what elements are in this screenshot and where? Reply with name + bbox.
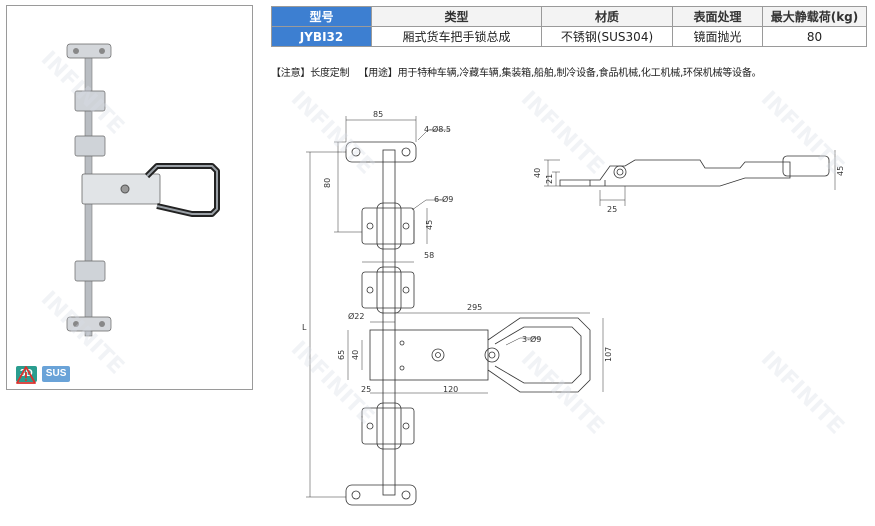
dimension-labels: 85 4-Ø8.5 80 6-Ø9 45 58 295 Ø22 3-Ø9 40 … [302, 110, 845, 394]
dim-holes-top: 4-Ø8.5 [424, 124, 451, 134]
header-material: 材质 [541, 6, 673, 27]
svg-text:INFINITE: INFINITE [516, 87, 609, 180]
product-photo-frame: 3D SUS [6, 5, 253, 390]
badge-sus: SUS [41, 366, 71, 382]
side-dim-21: 21 [545, 174, 554, 184]
side-dim-25: 25 [607, 205, 617, 214]
svg-text:INFINITE: INFINITE [286, 337, 379, 430]
product-photo [66, 43, 220, 337]
header-finish: 表面处理 [672, 6, 763, 27]
usage-note: 【注意】长度定制 【用途】用于特种车辆,冷藏车辆,集装箱,船舶,制冷设备,食品机… [271, 64, 767, 79]
dim-25: 25 [361, 385, 371, 394]
dim-107: 107 [604, 347, 613, 362]
cell-material: 不锈钢(SUS304) [541, 26, 673, 47]
dim-holes-handle: 3-Ø9 [522, 334, 541, 344]
warning-icon [16, 366, 36, 384]
cell-type: 厢式货车把手锁总成 [371, 26, 542, 47]
dim-85: 85 [373, 110, 383, 119]
dim-45: 45 [425, 220, 434, 230]
svg-text:INFINITE: INFINITE [756, 87, 849, 180]
spec-table: 型号 类型 材质 表面处理 最大静载荷(kg) JYBI32 厢式货车把手锁总成… [271, 6, 867, 47]
svg-text:INFINITE: INFINITE [36, 287, 129, 380]
caution-note: 【注意】长度定制 [271, 68, 350, 79]
cell-finish: 镜面抛光 [672, 26, 763, 47]
svg-text:INFINITE: INFINITE [36, 47, 129, 140]
header-type: 类型 [371, 6, 542, 27]
dim-L: L [302, 323, 307, 332]
svg-text:INFINITE: INFINITE [756, 347, 849, 440]
dim-58: 58 [424, 251, 434, 260]
cell-load: 80 [762, 26, 867, 47]
dim-holes-mid: 6-Ø9 [434, 194, 453, 204]
svg-text:INFINITE: INFINITE [286, 87, 379, 180]
svg-text:INFINITE: INFINITE [516, 347, 609, 440]
badge-row: 3D SUS [16, 366, 71, 384]
cell-model: JYBI32 [271, 26, 372, 47]
dim-120: 120 [443, 385, 458, 394]
dim-40: 40 [351, 350, 360, 360]
dim-295: 295 [467, 303, 482, 312]
table-row: JYBI32 厢式货车把手锁总成 不锈钢(SUS304) 镜面抛光 80 [271, 26, 867, 47]
side-dim-45: 45 [836, 166, 845, 176]
header-load: 最大静载荷(kg) [762, 6, 867, 27]
dim-80: 80 [323, 178, 332, 188]
table-header-row: 型号 类型 材质 表面处理 最大静载荷(kg) [271, 6, 867, 27]
dim-65: 65 [337, 350, 346, 360]
dim-22: Ø22 [348, 311, 364, 321]
usage-text: 【用途】用于特种车辆,冷藏车辆,集装箱,船舶,制冷设备,食品机械,化工机械,环保… [358, 68, 762, 79]
side-dim-40: 40 [533, 168, 542, 178]
header-model: 型号 [271, 6, 372, 27]
watermark: INFINITE INFINITE INFINITE INFINITE INFI… [36, 47, 849, 440]
